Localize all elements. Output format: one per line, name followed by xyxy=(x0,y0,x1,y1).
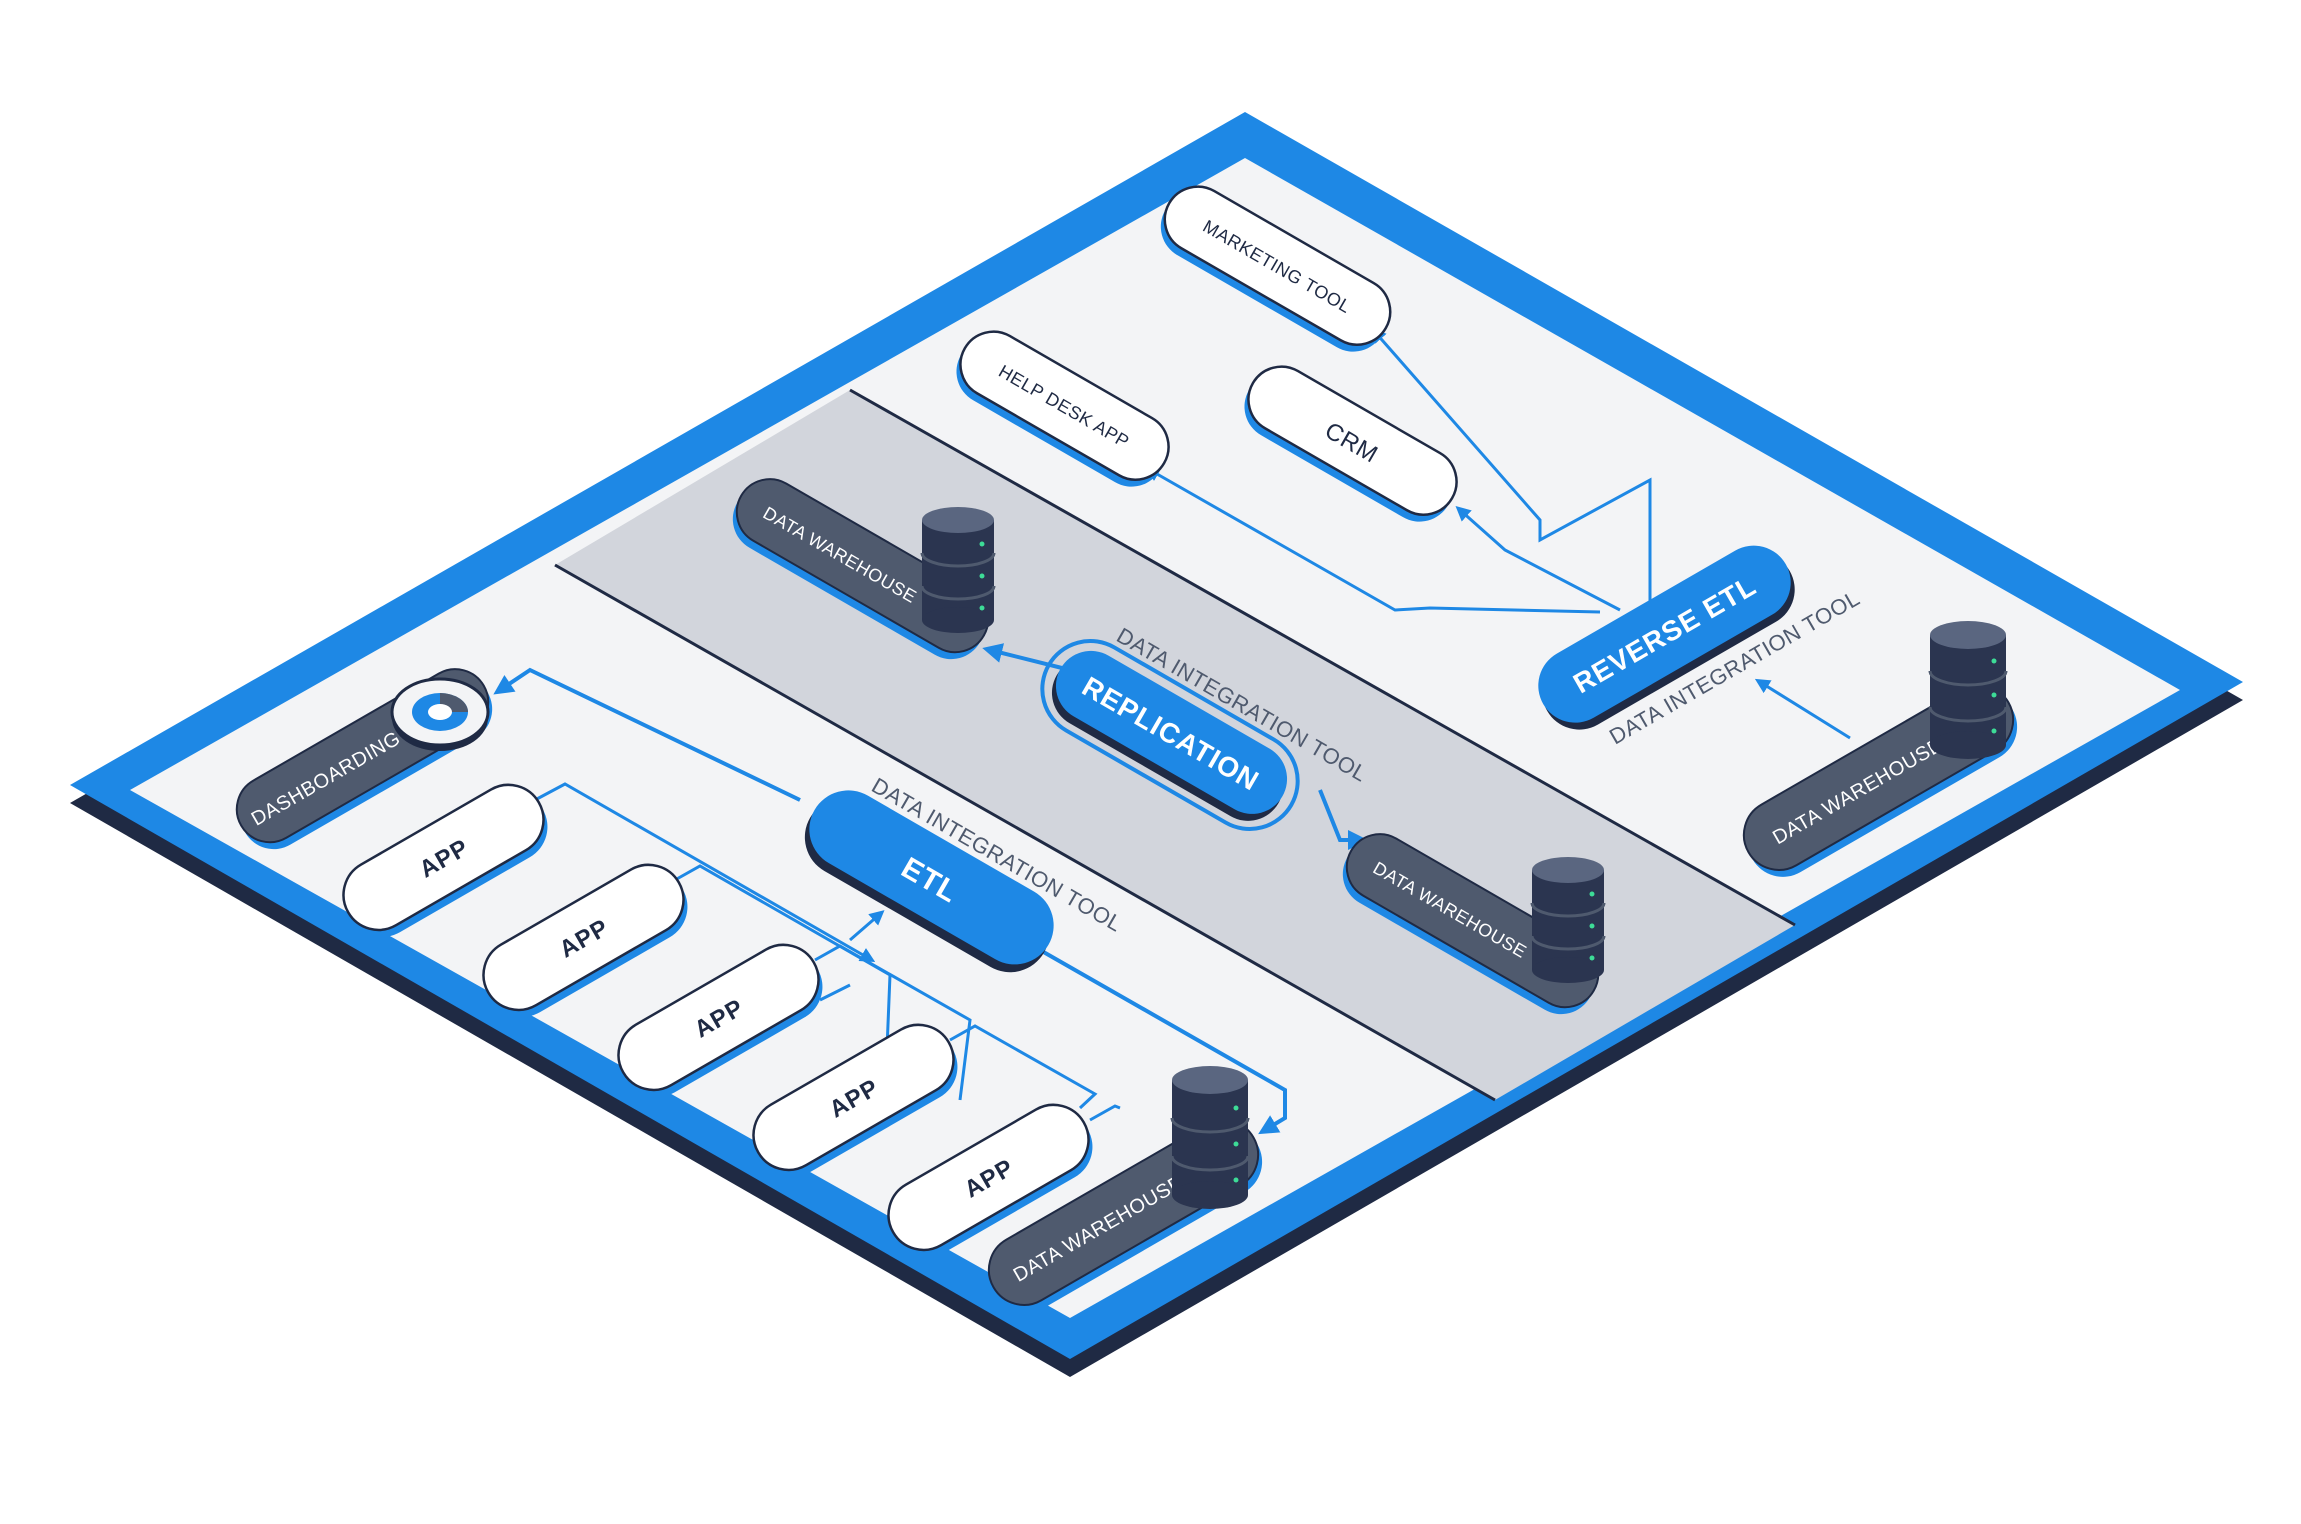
app-node[interactable]: APP xyxy=(606,932,836,1110)
replication-section: DATA INTEGRATION TOOL REPLICATION DATA W… xyxy=(732,478,1606,1015)
database-icon xyxy=(1928,621,2008,759)
app-node[interactable]: APP xyxy=(331,772,561,950)
crm-node[interactable]: CRM xyxy=(1232,355,1468,534)
etl-flow-lines xyxy=(493,667,1287,1135)
etl-tool-node[interactable]: ETL xyxy=(791,776,1068,986)
database-icon xyxy=(920,507,996,633)
reverse-etl-flow-lines xyxy=(1144,327,1851,740)
dashboard-chart-icon xyxy=(390,677,490,751)
replication-flow-lines xyxy=(982,643,1368,850)
database-icon xyxy=(1170,1066,1250,1209)
database-icon xyxy=(1530,857,1606,983)
app-node[interactable]: APP xyxy=(876,1092,1106,1270)
app-node[interactable]: APP xyxy=(741,1012,971,1190)
app-node[interactable]: APP xyxy=(471,852,701,1030)
